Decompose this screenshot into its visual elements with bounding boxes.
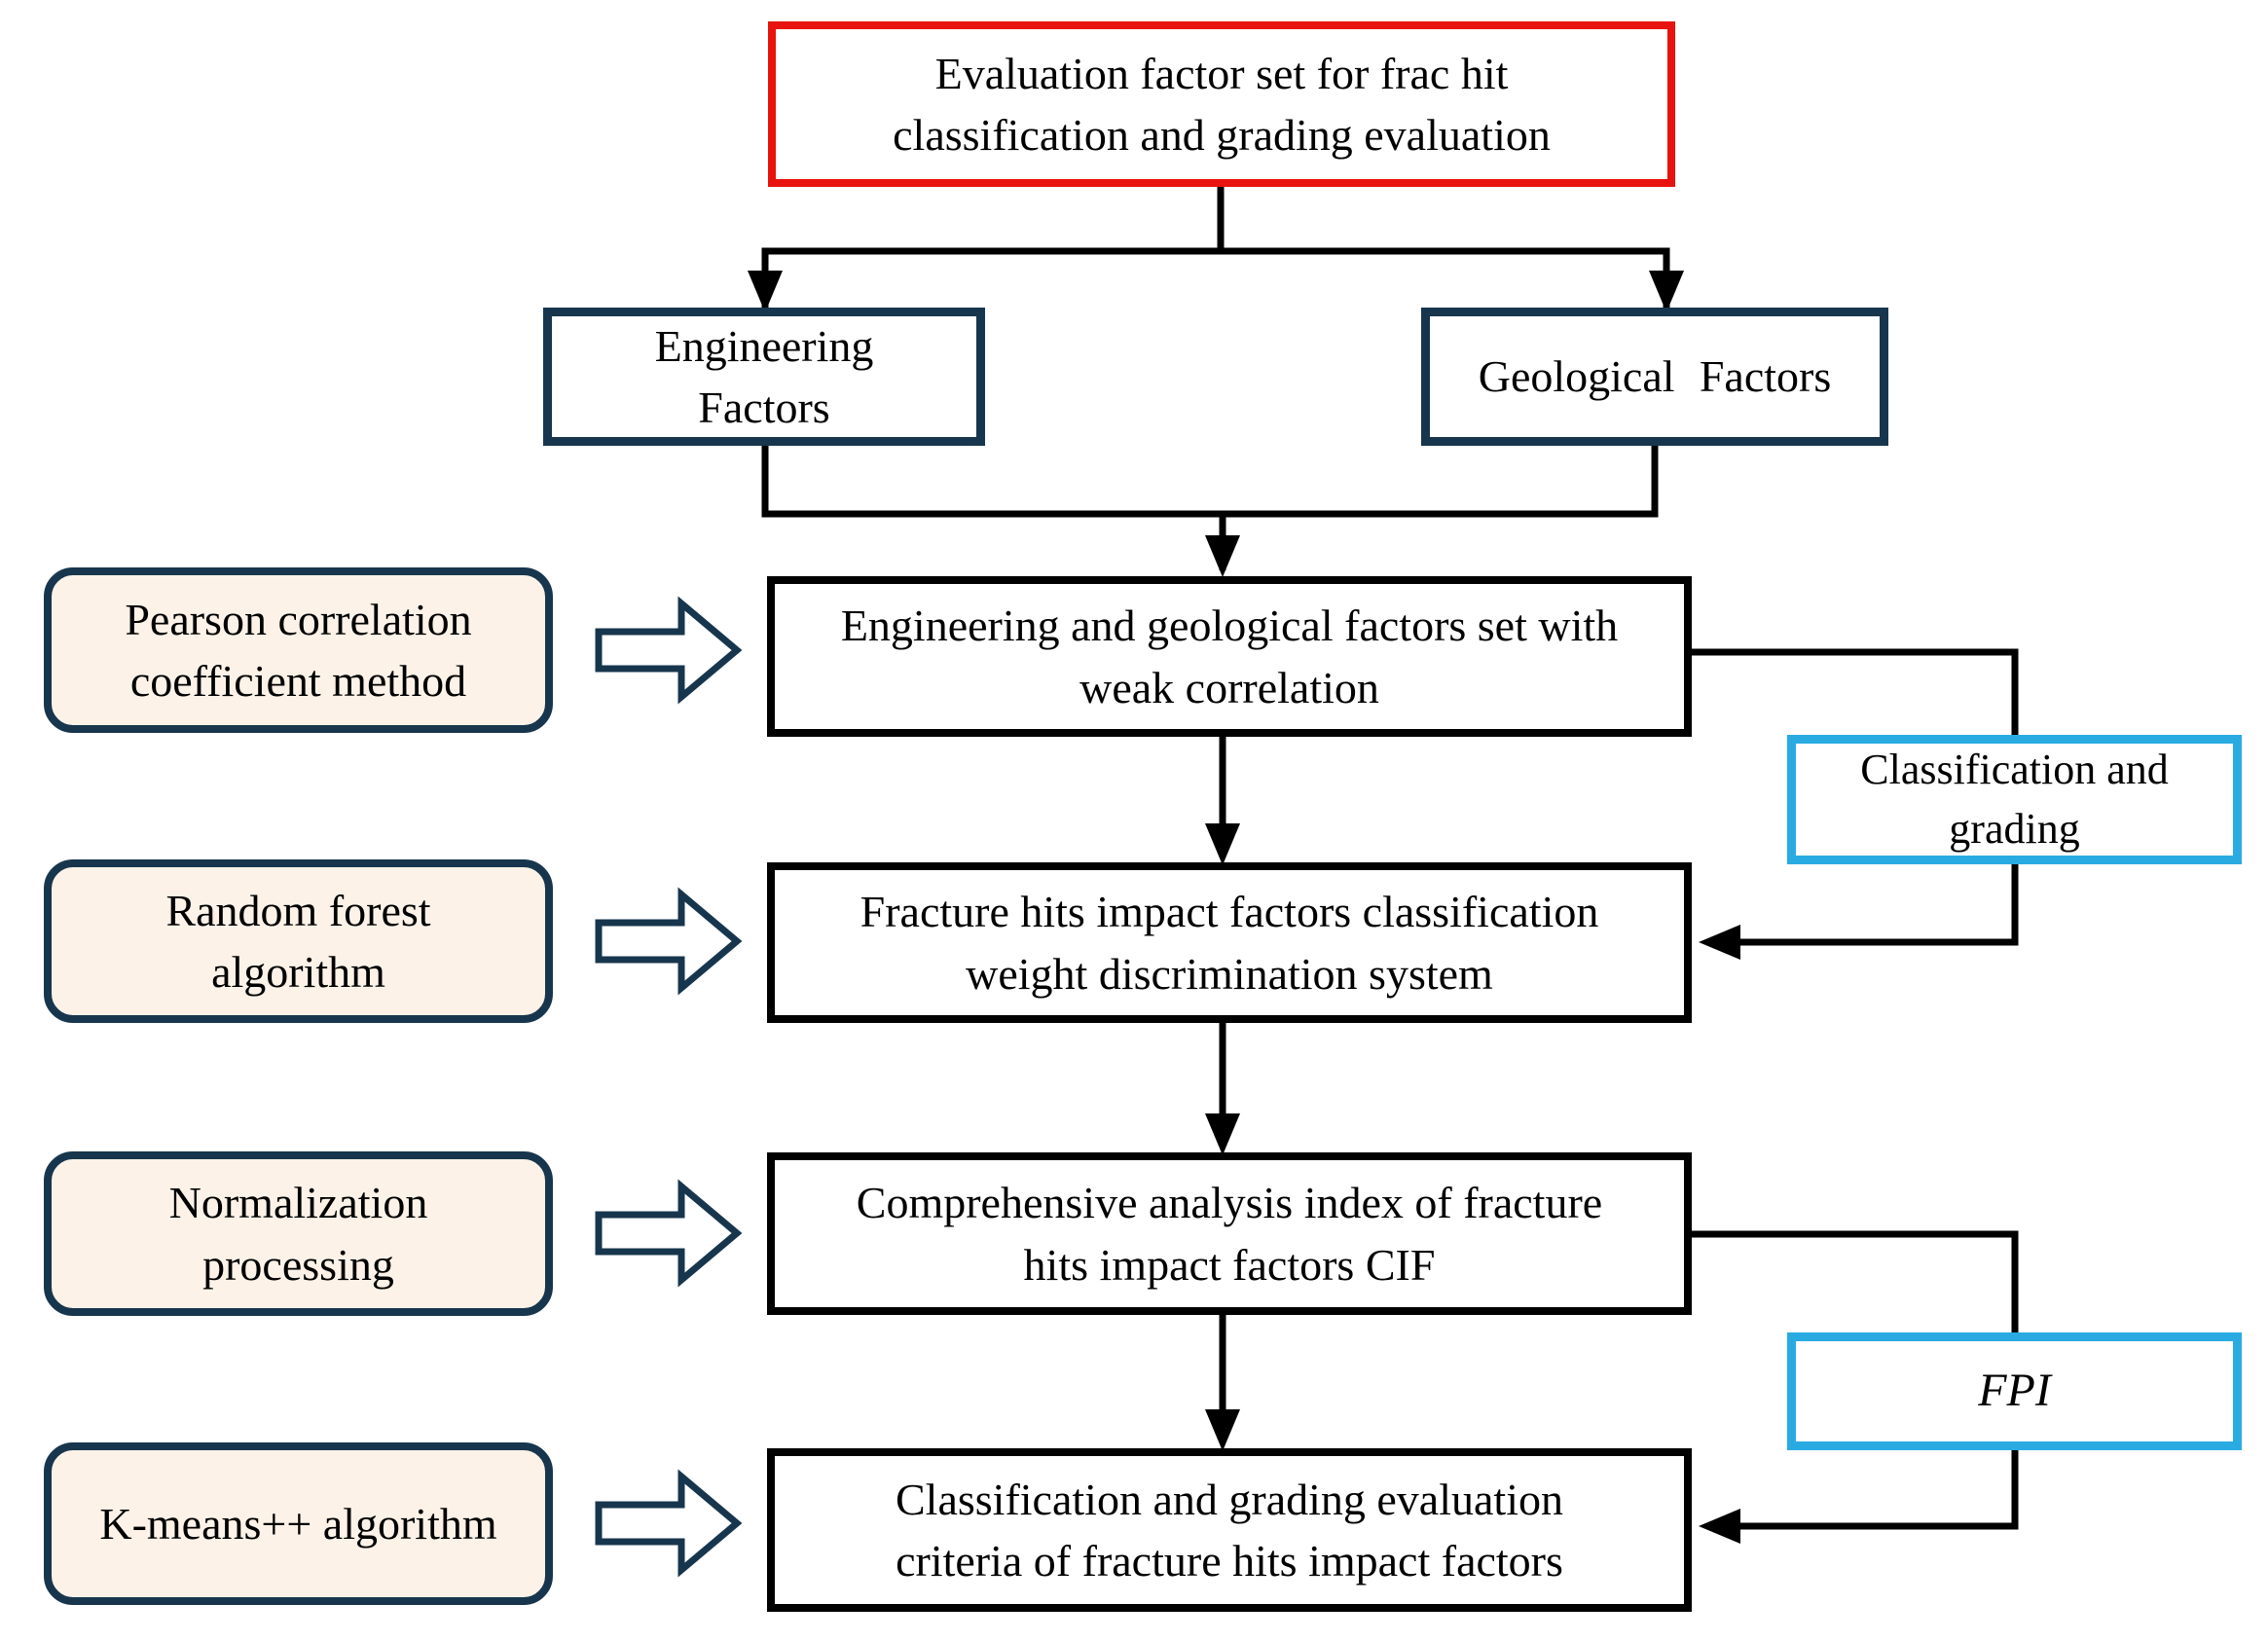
arrowhead-icon-criteria-entry [1699, 1509, 1740, 1544]
node-weak-correlation-set: Engineering and geological factors set w… [767, 576, 1692, 737]
arrowhead-icon-cif [1205, 1113, 1240, 1155]
node-random-forest: Random forest algorithm [44, 859, 553, 1023]
node-pearson-method: Pearson correlation coefficient method [44, 567, 553, 733]
node-grading-criteria: Classification and grading evaluation cr… [767, 1448, 1692, 1612]
node-weight-discrimination-system: Fracture hits impact factors classificat… [767, 862, 1692, 1023]
node-evaluation-factor-set: Evaluation factor set for frac hit class… [768, 21, 1675, 187]
arrowhead-icon-geological [1649, 271, 1684, 312]
arrowhead-icon-criteria [1205, 1409, 1240, 1451]
node-kmeans: K-means++ algorithm [44, 1442, 553, 1605]
arrowhead-icon-discrimination-entry [1699, 925, 1740, 960]
node-cif-index: Comprehensive analysis index of fracture… [767, 1152, 1692, 1315]
connector-split [761, 247, 1670, 310]
block-arrow-icon-normalization [595, 1179, 743, 1288]
node-normalization: Normalization processing [44, 1151, 553, 1316]
block-arrow-icon-random-forest [595, 887, 743, 996]
node-classification-grading-label: Classification and grading [1787, 735, 2242, 864]
arrowhead-icon-weak-correlation [1205, 535, 1240, 577]
block-arrow-icon-pearson [595, 596, 743, 705]
connector-merge [761, 444, 1659, 518]
node-geological-factors: Geological Factors [1421, 308, 1888, 446]
block-arrow-icon-kmeans [595, 1469, 743, 1578]
arrowhead-icon-discrimination [1205, 823, 1240, 865]
node-fpi-label: FPI [1787, 1332, 2242, 1450]
node-engineering-factors: Engineering Factors [543, 308, 985, 446]
arrowhead-icon-engineering [748, 271, 783, 312]
